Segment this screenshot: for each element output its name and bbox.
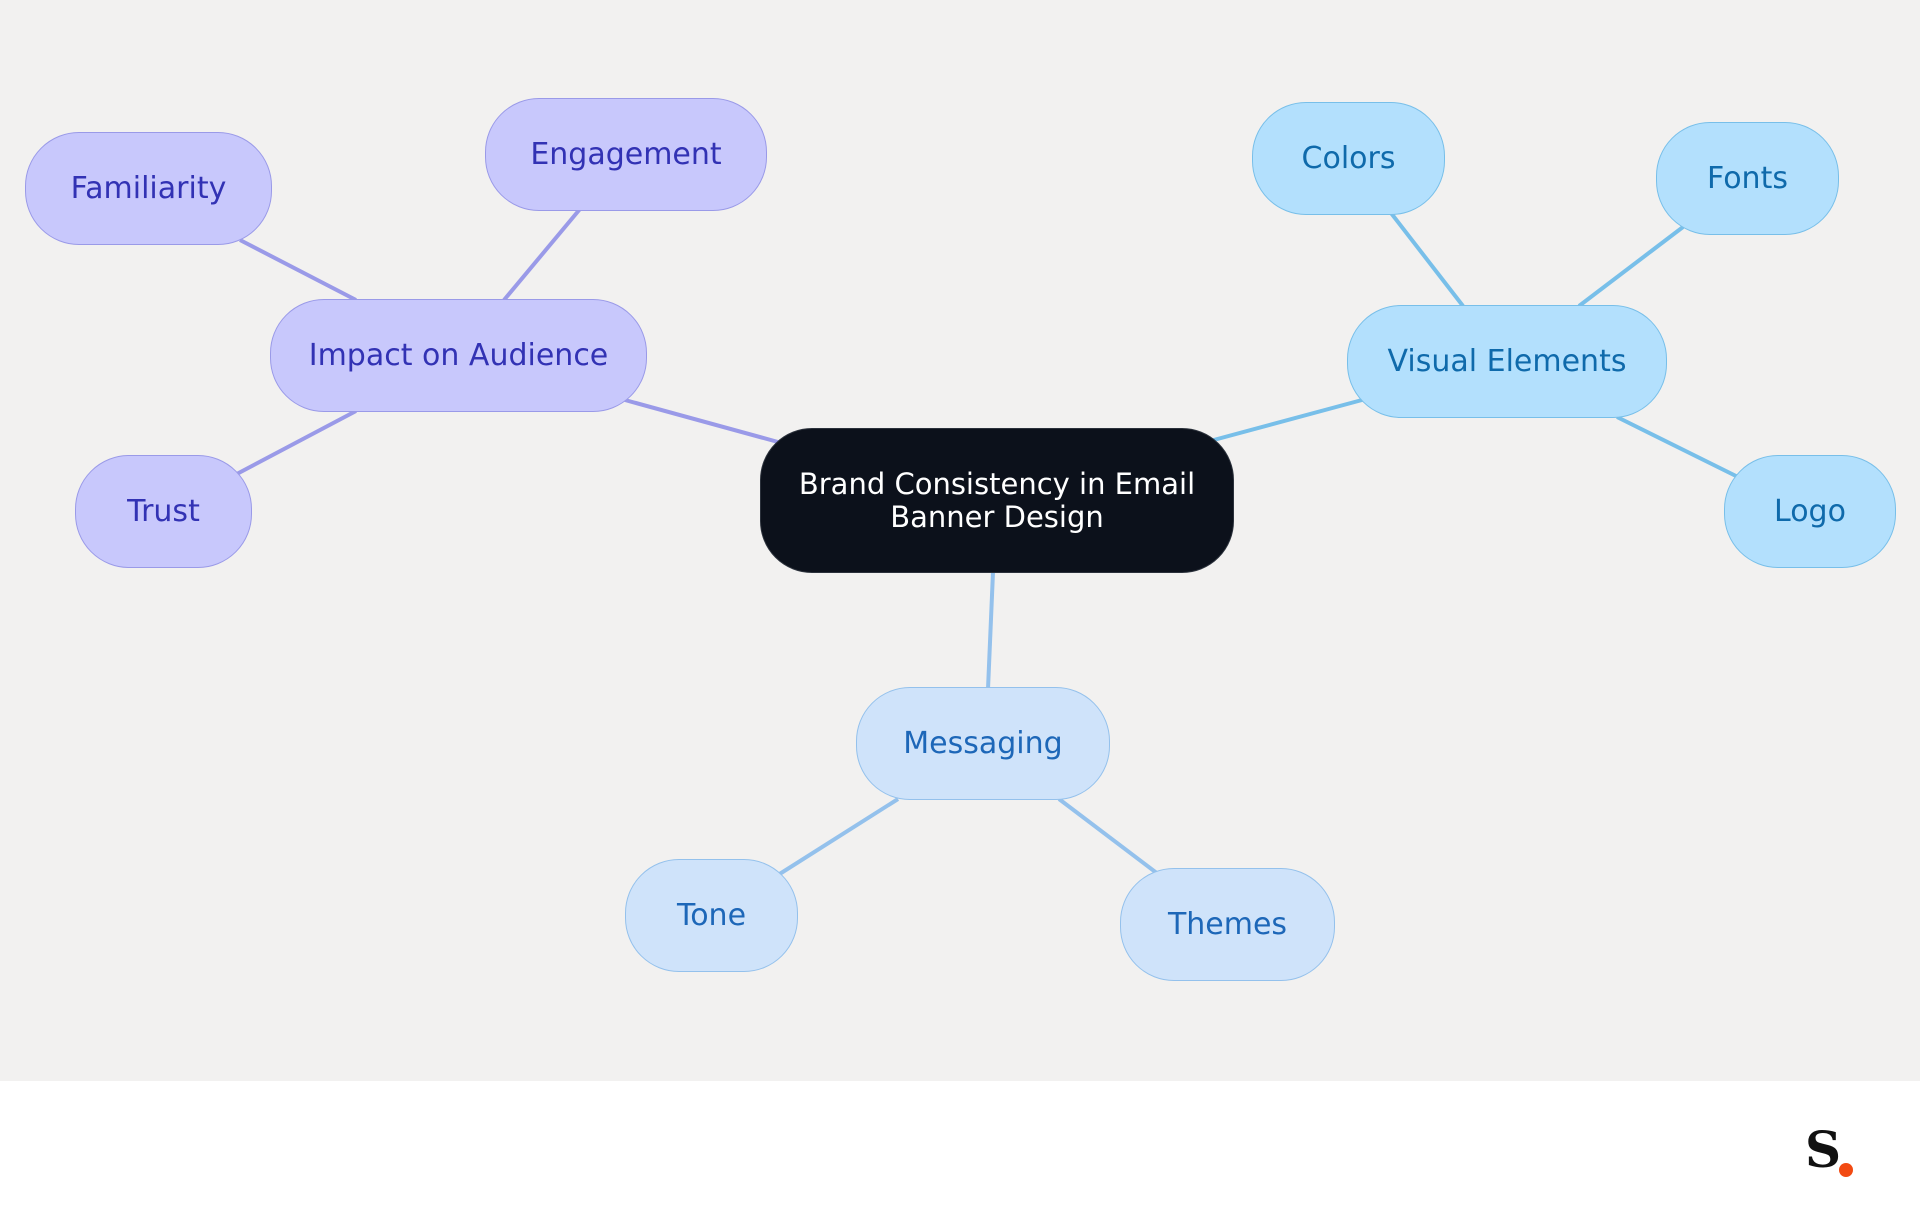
- node-fonts[interactable]: Fonts: [1656, 122, 1839, 235]
- node-visual-elements[interactable]: Visual Elements: [1347, 305, 1667, 418]
- node-themes[interactable]: Themes: [1120, 868, 1335, 981]
- node-logo[interactable]: Logo: [1724, 455, 1896, 568]
- connector-impact-familiarity: [239, 238, 357, 302]
- connector-root-messaging: [986, 571, 995, 690]
- node-root[interactable]: Brand Consistency in Email Banner Design: [760, 428, 1234, 573]
- node-colors[interactable]: Colors: [1252, 102, 1445, 215]
- connector-impact-trust: [232, 409, 357, 478]
- connector-visual-colors: [1389, 211, 1465, 308]
- brand-logo: S: [1805, 1120, 1865, 1179]
- node-themes-label: Themes: [1167, 907, 1288, 942]
- logo-letter: S: [1805, 1120, 1842, 1179]
- node-visual-label: Visual Elements: [1387, 344, 1627, 379]
- node-fonts-label: Fonts: [1707, 161, 1788, 196]
- node-messaging[interactable]: Messaging: [856, 687, 1110, 800]
- connector-visual-fonts: [1577, 225, 1685, 308]
- node-tone[interactable]: Tone: [625, 859, 798, 972]
- connector-root-visual: [1209, 398, 1363, 443]
- mind-map-canvas: Brand Consistency in Email Banner Design…: [0, 0, 1920, 1081]
- node-impact-on-audience[interactable]: Impact on Audience: [270, 299, 647, 412]
- connector-messaging-themes: [1057, 797, 1160, 876]
- node-engagement[interactable]: Engagement: [485, 98, 767, 211]
- connector-impact-engagement: [502, 207, 582, 302]
- node-tone-label: Tone: [676, 898, 747, 933]
- footer: [0, 1081, 1920, 1215]
- node-logo-label: Logo: [1774, 494, 1846, 529]
- node-root-label: Brand Consistency in Email Banner Design: [798, 466, 1196, 534]
- node-impact-label: Impact on Audience: [308, 338, 609, 373]
- mind-map-connectors: [232, 207, 1739, 877]
- node-trust-label: Trust: [127, 494, 200, 529]
- node-familiarity-label: Familiarity: [70, 171, 227, 206]
- node-engagement-label: Engagement: [530, 137, 722, 172]
- connector-root-impact: [624, 398, 779, 444]
- logo-dot-icon: [1839, 1163, 1853, 1177]
- node-messaging-label: Messaging: [903, 726, 1063, 761]
- node-trust[interactable]: Trust: [75, 455, 252, 568]
- connector-messaging-tone: [776, 797, 900, 877]
- node-colors-label: Colors: [1301, 141, 1396, 176]
- node-familiarity[interactable]: Familiarity: [25, 132, 272, 245]
- connector-visual-logo: [1616, 415, 1739, 479]
